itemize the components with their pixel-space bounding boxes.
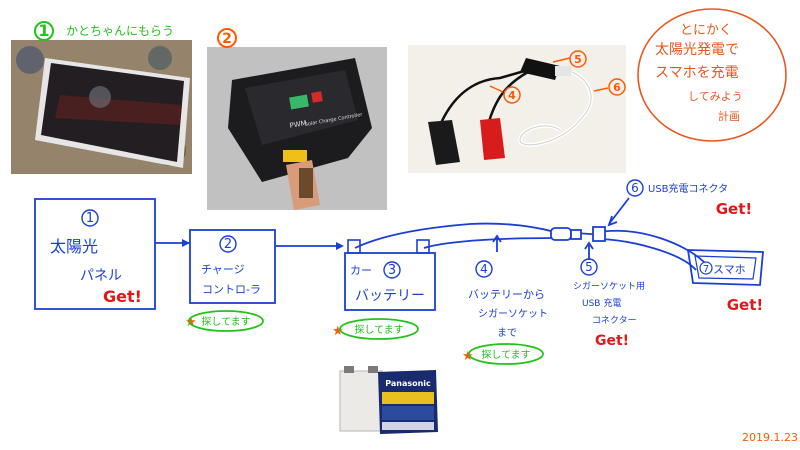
label5-line-1: シガーソケット用 xyxy=(573,281,645,292)
label-usb-connector: 5 シガーソケット用 USB 充電 コネクター Get! xyxy=(573,258,645,349)
plan-note-line-3: スマホを充電 xyxy=(655,65,739,81)
phone-number: 7 xyxy=(703,264,709,275)
box3-number: 3 xyxy=(388,263,396,278)
plan-note: とにかく 太陽光発電で スマホを充電 してみよう 計画 xyxy=(637,8,787,142)
box1-line-2: パネル xyxy=(80,268,122,284)
battery-brand: Panasonic xyxy=(385,379,431,388)
box2-line-1: チャージ xyxy=(201,263,245,276)
label4-line-3: まで xyxy=(497,327,517,339)
battery-photo: Panasonic xyxy=(339,366,438,434)
label-usb-cable: 6 USB充電コネクタ Get! xyxy=(626,179,753,218)
label4-number: 4 xyxy=(480,262,488,276)
box3-line-1: カー xyxy=(350,264,372,277)
label5-line-3: コネクター xyxy=(592,315,637,326)
label5-line-2: USB 充電 xyxy=(582,297,621,309)
photo3-cable-number: 6 xyxy=(613,81,621,94)
plan-note-line-1: とにかく xyxy=(680,23,732,38)
box-car-battery: カー 3 バッテリー ★ 探してます xyxy=(332,239,436,340)
box2-number: 2 xyxy=(224,237,232,252)
label6-text: USB充電コネクタ xyxy=(648,182,728,195)
controller-brand: PWM xyxy=(289,119,307,130)
box1-status: Get! xyxy=(103,287,142,306)
box2-star: ★ xyxy=(185,315,197,330)
box-solar-panel: 1 太陽光 パネル Get! xyxy=(34,198,156,310)
photo-cables: 5 6 4 xyxy=(408,45,626,173)
box2-status: 探してます xyxy=(201,315,250,328)
phone-label: スマホ xyxy=(713,263,746,276)
photo1-number-circle xyxy=(34,21,54,41)
photo2-number-circle xyxy=(217,28,237,48)
photo2-number: 2 xyxy=(222,31,232,47)
label5-status: Get! xyxy=(595,333,629,349)
box2-line-2: コントロ-ラ xyxy=(202,283,261,296)
box-charge-controller: 2 チャージ コントロ-ラ ★ 探してます xyxy=(185,229,276,332)
box3-line-2: バッテリー xyxy=(355,288,425,304)
plan-note-line-5: 計画 xyxy=(718,109,740,123)
label4-star: ★ xyxy=(462,349,474,364)
label4-status: 探してます xyxy=(481,348,530,361)
plan-note-line-2: 太陽光発電で xyxy=(655,42,739,58)
photo3-connector-number: 5 xyxy=(574,53,582,66)
photo-charge-controller: PWM Solar Charge Controller 2 xyxy=(207,28,387,210)
box3-star: ★ xyxy=(332,324,344,339)
label5-number: 5 xyxy=(585,260,593,274)
photo1-caption: かとちゃんにもらう xyxy=(66,24,174,38)
box1-line-1: 太陽光 xyxy=(50,237,98,256)
phone: 7 スマホ Get! xyxy=(686,249,764,314)
photo1-number: 1 xyxy=(38,21,49,40)
photo3-clips-number: 4 xyxy=(508,89,516,102)
date: 2019.1.23 xyxy=(742,431,798,444)
box3-status: 探してます xyxy=(354,323,403,336)
label4-line-1: バッテリーから xyxy=(468,288,545,301)
phone-status: Get! xyxy=(727,296,764,314)
box1-number: 1 xyxy=(86,211,94,226)
label6-status: Get! xyxy=(716,200,753,218)
plan-note-line-4: してみよう xyxy=(688,90,743,103)
label6-number: 6 xyxy=(631,181,639,195)
label-socket-cable: 4 バッテリーから シガーソケット まで ★ 探してます xyxy=(462,260,548,365)
photo-solar-panel: 1 かとちゃんにもらう xyxy=(11,21,192,174)
label4-line-2: シガーソケット xyxy=(478,308,548,320)
